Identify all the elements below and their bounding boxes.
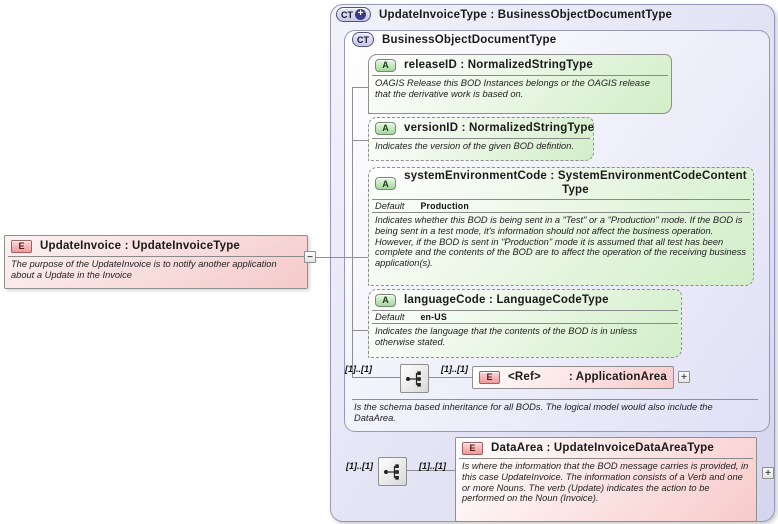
attribute-icon: A — [375, 293, 396, 307]
derivation-plus-icon: + — [355, 9, 366, 20]
outer-type-title: UpdateInvoiceType : BusinessObjectDocume… — [379, 8, 673, 21]
divider — [372, 323, 678, 324]
element-dataarea[interactable]: E DataArea : UpdateInvoiceDataAreaType I… — [455, 437, 757, 522]
divider — [372, 199, 750, 200]
attribute-systemenvironmentcode[interactable]: A systemEnvironmentCode : SystemEnvironm… — [368, 167, 754, 286]
sequence-icon[interactable] — [400, 364, 429, 393]
complex-type-icon: CT — [352, 32, 374, 47]
connector-root-to-type — [316, 257, 368, 258]
attribute-languagecode[interactable]: A languageCode : LanguageCodeType Defaul… — [368, 289, 682, 358]
element-dataarea-title: DataArea : UpdateInvoiceDataAreaType — [491, 442, 715, 454]
expand-toggle-button[interactable]: + — [762, 467, 774, 479]
attribute-systemenvironmentcode-title: systemEnvironmentCode : SystemEnvironmen… — [404, 170, 747, 196]
connector-sequence-to-ref — [428, 377, 472, 378]
element-updateinvoice-description: The purpose of the UpdateInvoice is to n… — [11, 259, 277, 280]
default-value-row: Default en-US — [369, 311, 681, 323]
base-type-title: BusinessObjectDocumentType — [382, 33, 557, 46]
element-dataarea-description: Is where the information that the BOD me… — [462, 461, 749, 504]
attribute-versionid-title: versionID : NormalizedStringType — [404, 122, 595, 134]
divider — [459, 458, 753, 459]
attribute-icon: A — [375, 58, 396, 72]
attribute-versionid[interactable]: A versionID : NormalizedStringType Indic… — [368, 117, 594, 161]
default-value-row: Default Production — [369, 200, 753, 212]
cardinality-label: [1]..[1] — [346, 461, 373, 471]
cardinality-label: [1]..[1] — [441, 364, 468, 374]
attribute-versionid-header: A versionID : NormalizedStringType — [369, 118, 595, 138]
connector-sequence-to-dataarea — [406, 470, 455, 471]
connector-stub-languagecode — [352, 330, 368, 331]
element-ref-applicationarea[interactable]: E <Ref> : ApplicationArea — [472, 366, 674, 389]
base-type-footer-note: Is the schema based inheritance for all … — [354, 402, 713, 423]
attribute-releaseid-title: releaseID : NormalizedStringType — [404, 59, 593, 71]
connector-stub-releaseid — [352, 87, 368, 88]
default-value: en-US — [420, 312, 447, 322]
attribute-icon: A — [375, 121, 396, 135]
element-updateinvoice-title: UpdateInvoice : UpdateInvoiceType — [40, 240, 241, 252]
attribute-releaseid-header: A releaseID : NormalizedStringType — [369, 55, 671, 75]
attribute-systemenvironmentcode-header: A systemEnvironmentCode : SystemEnvironm… — [369, 168, 753, 199]
divider — [372, 212, 750, 213]
attribute-versionid-description: Indicates the version of the given BOD d… — [375, 141, 574, 151]
element-updateinvoice[interactable]: E UpdateInvoice : UpdateInvoiceType The … — [4, 235, 308, 289]
cardinality-label: [1]..[1] — [345, 364, 372, 374]
complex-type-derived-icon: CT + — [336, 7, 371, 22]
divider — [372, 310, 678, 311]
sequence-icon[interactable] — [378, 457, 407, 486]
ref-name: <Ref> — [508, 371, 541, 383]
attribute-systemenvironmentcode-description: Indicates whether this BOD is being sent… — [375, 215, 747, 269]
attribute-releaseid[interactable]: A releaseID : NormalizedStringType OAGIS… — [368, 54, 672, 114]
collapse-toggle-button[interactable]: − — [304, 251, 316, 263]
sequence-glyph — [383, 463, 399, 480]
outer-type-header: CT + UpdateInvoiceType : BusinessObjectD… — [336, 7, 672, 22]
expand-toggle-button[interactable]: + — [678, 371, 690, 383]
default-label: Default — [375, 312, 405, 322]
attribute-icon: A — [375, 177, 396, 190]
divider — [8, 256, 304, 257]
ct-badge-label: CT — [357, 34, 369, 45]
element-ref-header: E <Ref> : ApplicationArea — [473, 367, 673, 387]
attribute-releaseid-description: OAGIS Release this BOD Instances belongs… — [375, 78, 650, 99]
default-value: Production — [420, 201, 469, 211]
ct-badge-label: CT — [341, 9, 353, 20]
element-icon: E — [462, 441, 483, 455]
divider — [352, 399, 758, 400]
attribute-languagecode-title: languageCode : LanguageCodeType — [404, 294, 609, 306]
connector-attribute-spine — [352, 87, 353, 378]
default-label: Default — [375, 201, 405, 211]
element-dataarea-header: E DataArea : UpdateInvoiceDataAreaType — [456, 438, 756, 458]
base-type-header: CT BusinessObjectDocumentType — [352, 32, 556, 47]
element-updateinvoice-header: E UpdateInvoice : UpdateInvoiceType — [5, 236, 307, 256]
connector-stub-versionid — [352, 140, 368, 141]
cardinality-label: [1]..[1] — [419, 461, 446, 471]
attribute-languagecode-description: Indicates the language that the contents… — [375, 326, 638, 347]
sequence-glyph — [405, 370, 421, 387]
connector-to-sequence — [353, 377, 400, 378]
divider — [372, 138, 590, 139]
ref-type: : ApplicationArea — [568, 371, 667, 383]
divider — [372, 75, 668, 76]
element-icon: E — [479, 370, 500, 384]
attribute-languagecode-header: A languageCode : LanguageCodeType — [369, 290, 681, 310]
element-icon: E — [11, 239, 32, 253]
